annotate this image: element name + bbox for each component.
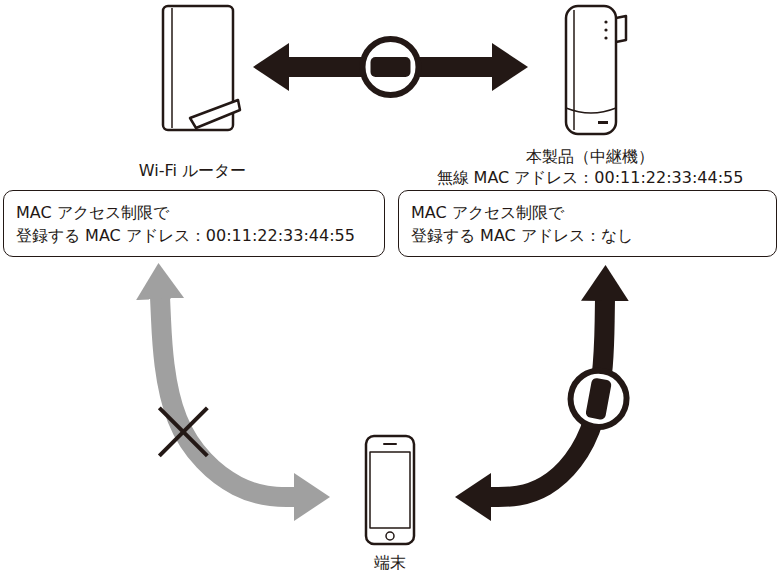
ng-mark	[159, 408, 207, 456]
device-label: 本製品（中継機）	[382, 146, 781, 167]
mac-filter-box: MAC アクセス制限で登録する MAC アドレス：なし	[398, 190, 777, 257]
connector-layer	[160, 67, 605, 497]
router-stand	[190, 100, 240, 128]
box-text: 登録する MAC アドレス：00:11:22:33:44:55	[16, 224, 372, 247]
box-text: MAC アクセス制限で	[411, 201, 764, 224]
status-led	[604, 36, 607, 39]
status-led	[604, 20, 607, 23]
repeater-body	[566, 6, 616, 134]
ok-ring	[363, 39, 419, 95]
status-led	[604, 28, 607, 31]
phone-body	[366, 436, 414, 544]
router-device: Wi-Fi ルーター	[135, 0, 250, 182]
cross-stroke	[159, 408, 207, 456]
device-label: 無線 MAC アドレス：00:11:22:33:44:55	[382, 167, 781, 188]
phone-button	[386, 532, 394, 540]
repeater-device: 本製品（中継機）無線 MAC アドレス：00:11:22:33:44:55	[532, 0, 648, 190]
ok-bar	[585, 377, 612, 420]
device-label-group: 端末	[340, 552, 440, 573]
device-label: Wi-Fi ルーター	[135, 160, 250, 181]
device-label: 端末	[340, 552, 440, 573]
client-device: 端末	[360, 432, 420, 573]
connector-arrow	[160, 297, 296, 497]
router-illustration	[163, 6, 240, 130]
repeater-logo	[598, 121, 608, 124]
box-text: 登録する MAC アドレス：なし	[411, 224, 764, 247]
router-edge	[171, 8, 173, 128]
ok-mark	[566, 366, 631, 431]
device-label-group: 本製品（中継機）無線 MAC アドレス：00:11:22:33:44:55	[382, 146, 781, 188]
box-text: MAC アクセス制限で	[16, 201, 372, 224]
repeater-plug	[616, 16, 626, 42]
repeater-edge	[573, 10, 575, 130]
connector-arrow	[287, 57, 494, 77]
ok-mark	[363, 39, 419, 95]
cross-stroke	[159, 408, 207, 456]
mac-filter-box: MAC アクセス制限で登録する MAC アドレス：00:11:22:33:44:…	[3, 190, 385, 257]
repeater-illustration	[566, 6, 626, 134]
phone-speaker	[384, 443, 396, 445]
ok-bar	[371, 57, 411, 77]
phone-screen	[370, 452, 410, 528]
device-label-group: Wi-Fi ルーター	[135, 160, 250, 181]
repeater-detail	[566, 108, 616, 113]
phone-illustration	[366, 436, 414, 544]
ok-ring	[566, 366, 631, 431]
